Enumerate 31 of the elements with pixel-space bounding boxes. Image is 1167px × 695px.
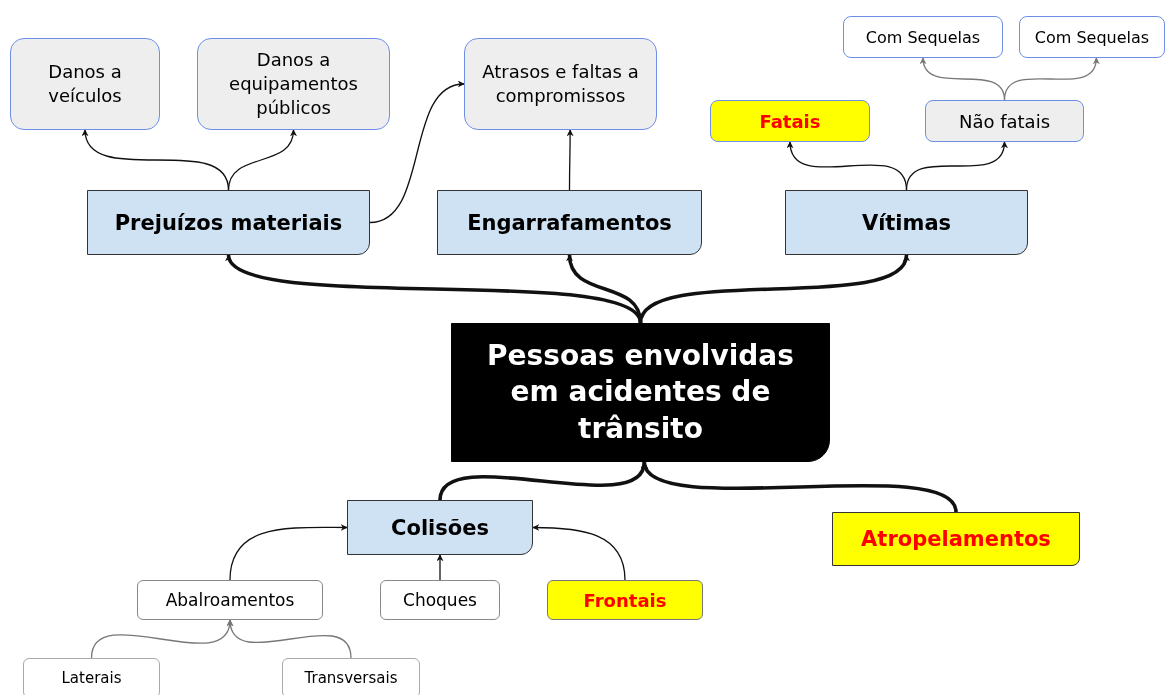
- arrow: [566, 129, 574, 191]
- highlight-box: Frontais: [547, 580, 703, 620]
- arrow: [1003, 57, 1099, 101]
- arrow: [227, 129, 297, 191]
- subtopic-box: Atrasos e faltas a compromissos: [464, 38, 657, 130]
- arrow: [532, 524, 626, 581]
- detail-box: Com Sequelas: [843, 16, 1003, 58]
- arrow: [438, 461, 646, 501]
- subtopic-box: Danos a veículos: [10, 38, 160, 130]
- detail-box: Abalroamentos: [137, 580, 323, 620]
- detail-box: Com Sequelas: [1019, 16, 1165, 58]
- highlight-box: Atropelamentos: [832, 512, 1080, 566]
- arrow: [369, 81, 465, 224]
- highlight-box: Fatais: [710, 100, 870, 142]
- category-box: Engarrafamentos: [437, 190, 702, 255]
- subtopic-box: Não fatais: [925, 100, 1084, 142]
- topic-box: Pessoas envolvidas em acidentes de trânsito: [451, 323, 830, 462]
- category-box: Prejuízos materiais: [87, 190, 370, 255]
- detail-box: Transversais: [282, 658, 420, 695]
- arrow: [436, 554, 444, 581]
- category-box: Vítimas: [785, 190, 1028, 255]
- subtopic-box: Danos a equipamentos públicos: [197, 38, 390, 130]
- arrow: [229, 523, 348, 581]
- arrow: [638, 254, 909, 324]
- arrow: [905, 141, 1007, 191]
- arrow: [227, 619, 352, 659]
- category-box: Colisões: [347, 500, 533, 555]
- arrow: [642, 461, 958, 513]
- arrow: [566, 254, 643, 324]
- detail-box: Laterais: [23, 658, 160, 695]
- detail-box: Choques: [380, 580, 500, 620]
